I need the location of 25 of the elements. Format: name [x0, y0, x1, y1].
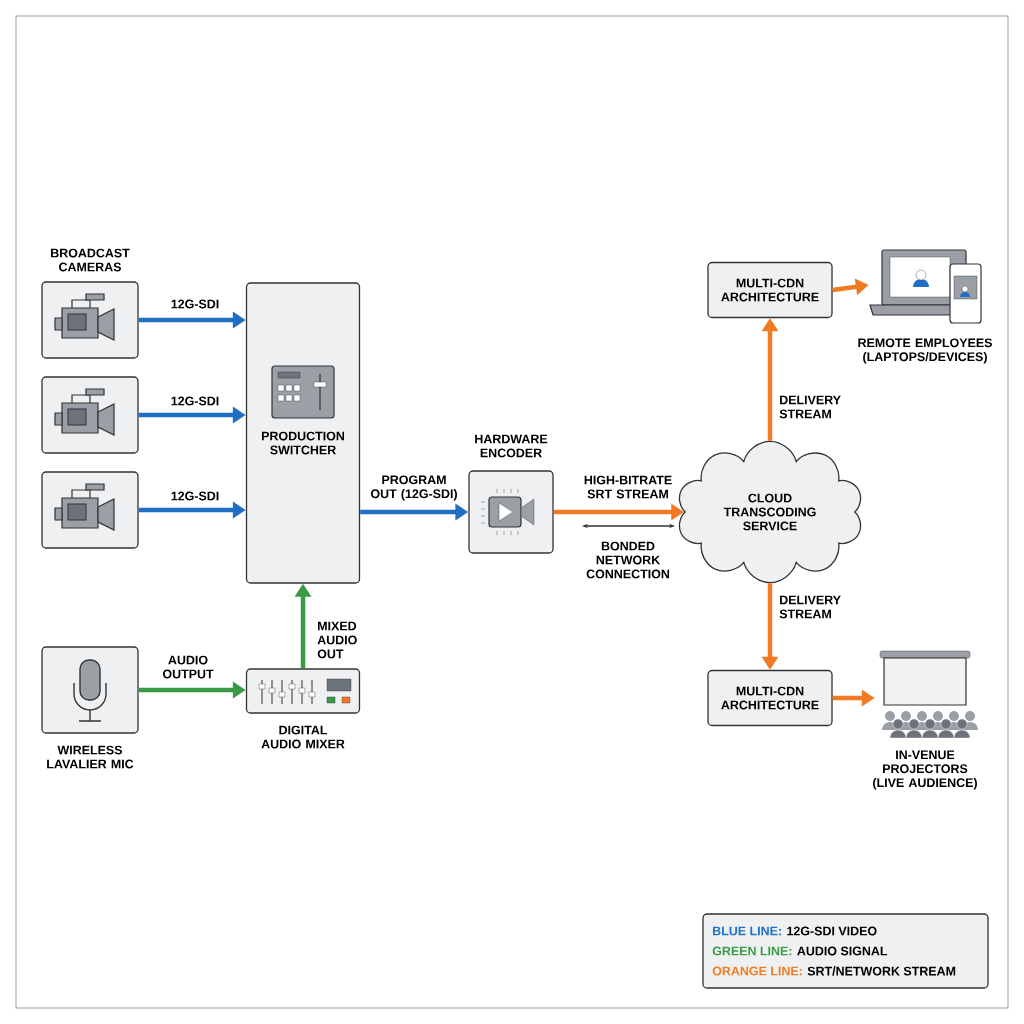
- node-title: IN-VENUE PROJECTORS (LIVE AUDIENCE): [873, 750, 977, 790]
- switcher-panel: PRODUCTION SWITCHER: [245, 282, 361, 584]
- node-title: BROADCAST CAMERAS: [51, 248, 130, 272]
- edge-label: HIGH-BITRATE SRT STREAM: [584, 475, 672, 499]
- edge-label: DELIVERY STREAM: [779, 395, 841, 419]
- node-title: WIRELESS LAVALIER MIC: [47, 745, 134, 769]
- legend-key: BLUE LINE:: [713, 926, 781, 936]
- note-text: BONDED NETWORK CONNECTION: [586, 541, 670, 579]
- node-title: DIGITAL AUDIO MIXER: [261, 725, 345, 749]
- edge-label: DELIVERY STREAM: [779, 595, 841, 619]
- edge-label: 12G-SDI: [171, 396, 219, 406]
- legend-text: SRT/NETWORK STREAM: [807, 966, 956, 976]
- legend-key: ORANGE LINE:: [712, 966, 802, 976]
- cdn-box: MULTI-CDN ARCHITECTURE: [707, 669, 833, 727]
- legend-text: 12G-SDI VIDEO: [787, 926, 877, 936]
- node-title: REMOTE EMPLOYEES (LAPTOPS/DEVICES): [858, 338, 992, 364]
- cdn-box: MULTI-CDN ARCHITECTURE: [707, 261, 833, 319]
- edge-label: 12G-SDI: [171, 491, 219, 501]
- legend-text: AUDIO SIGNAL: [797, 946, 888, 956]
- edge-label: AUDIO OUTPUT: [162, 655, 214, 679]
- legend-key: GREEN LINE:: [712, 946, 792, 956]
- edge-label: PROGRAM OUT (12G-SDI): [370, 475, 457, 501]
- node-title: HARDWARE ENCODER: [475, 434, 548, 458]
- edge-label: MIXED AUDIO OUT: [317, 621, 357, 659]
- edge-label: 12G-SDI: [171, 299, 219, 309]
